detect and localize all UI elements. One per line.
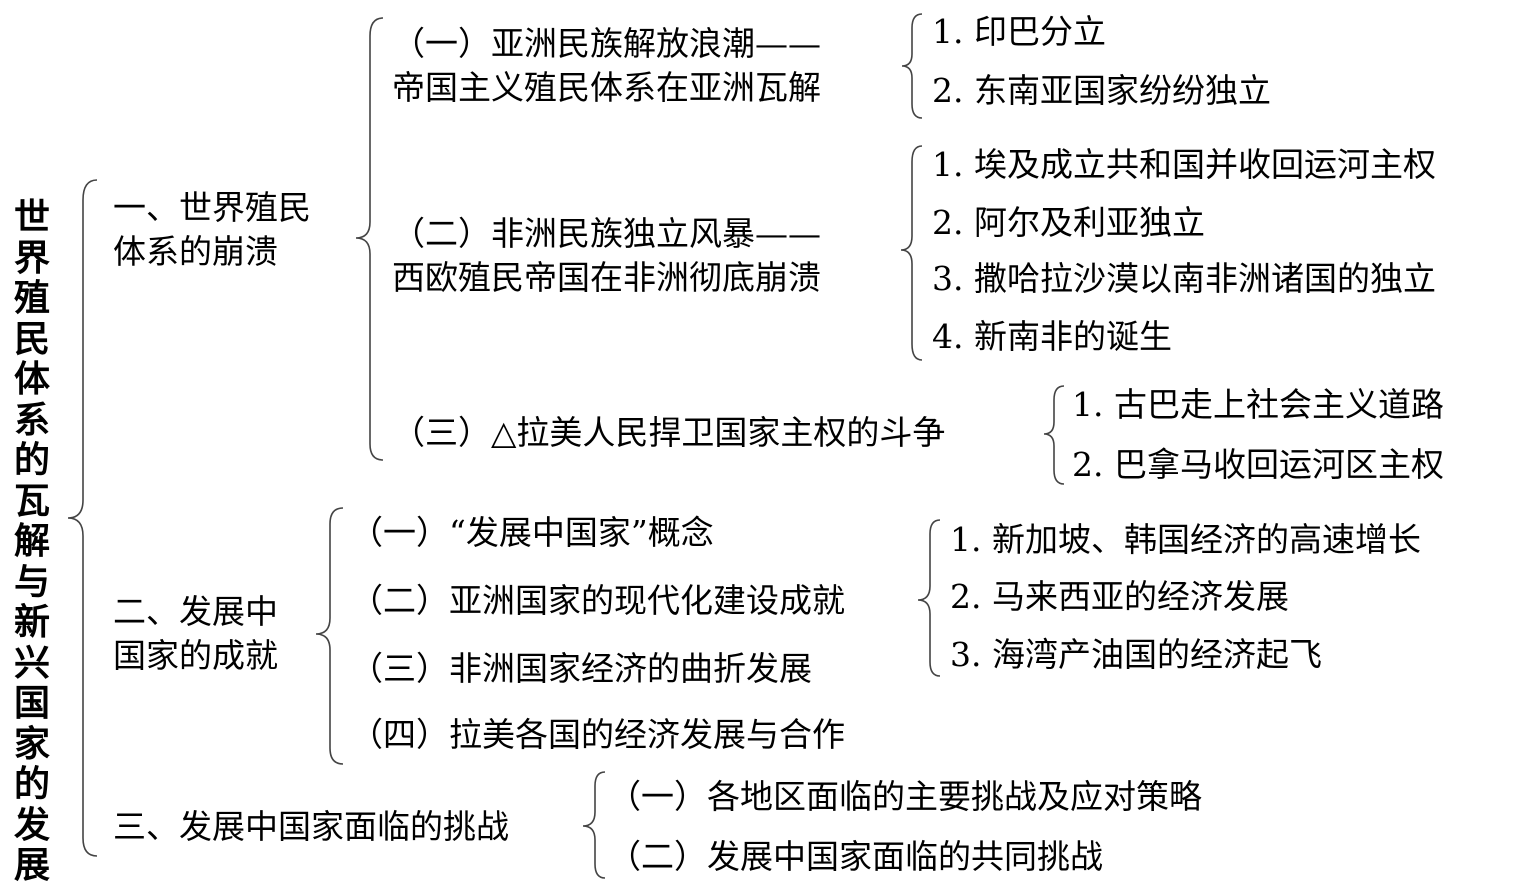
s1-sub2-line1: （二）非洲民族独立风暴—— <box>392 214 821 253</box>
s1-sub2-item: 1. 埃及成立共和国并收回运河主权 <box>932 145 1436 184</box>
section2-brace <box>315 507 344 765</box>
s1-sub2-item: 3. 撒哈拉沙漠以南非洲诸国的独立 <box>932 259 1436 298</box>
s1-sub2-brace <box>900 145 923 361</box>
s2-items-brace <box>917 519 941 677</box>
s3-sub: （二）发展中国家面临的共同挑战 <box>608 837 1103 876</box>
s1-sub2-label: （二）非洲民族独立风暴—— 西欧殖民帝国在非洲彻底崩溃 <box>392 212 821 300</box>
diagram-title: 世界殖民体系的瓦解与新兴国家的发展 <box>13 197 50 886</box>
section3-brace <box>582 771 606 879</box>
s2-sub: （一）“发展中国家”概念 <box>350 513 714 552</box>
s2-sub: （二）亚洲国家的现代化建设成就 <box>350 581 845 620</box>
s1-sub2-item: 2. 阿尔及利亚独立 <box>932 203 1205 242</box>
s2-item: 3. 海湾产油国的经济起飞 <box>950 635 1322 674</box>
s1-sub1-item: 2. 东南亚国家纷纷独立 <box>932 71 1271 110</box>
section1-label: 一、世界殖民 体系的崩溃 <box>113 186 311 274</box>
section2-label-line2: 国家的成就 <box>113 636 278 675</box>
s1-sub1-brace <box>901 13 923 119</box>
section2-label-line1: 二、发展中 <box>113 592 278 631</box>
s1-sub3-item: 1. 古巴走上社会主义道路 <box>1072 385 1444 424</box>
s1-sub1-label: （一）亚洲民族解放浪潮—— 帝国主义殖民体系在亚洲瓦解 <box>392 22 821 110</box>
s1-sub3-item: 2. 巴拿马收回运河区主权 <box>1072 445 1444 484</box>
s1-sub3-label: （三）△拉美人民捍卫国家主权的斗争 <box>392 413 946 452</box>
s1-sub3-brace <box>1043 385 1065 485</box>
s1-sub1-item: 1. 印巴分立 <box>932 12 1106 51</box>
s1-sub2-item: 4. 新南非的诞生 <box>932 317 1172 356</box>
s2-sub: （四）拉美各国的经济发展与合作 <box>350 715 845 754</box>
s1-sub1-line2: 帝国主义殖民体系在亚洲瓦解 <box>392 68 821 107</box>
section1-brace <box>355 17 384 461</box>
section3-label: 三、发展中国家面临的挑战 <box>113 807 509 846</box>
s2-item: 1. 新加坡、韩国经济的高速增长 <box>950 520 1421 559</box>
s2-item: 2. 马来西亚的经济发展 <box>950 577 1289 616</box>
section1-label-line1: 一、世界殖民 <box>113 188 311 227</box>
s3-sub: （一）各地区面临的主要挑战及应对策略 <box>608 777 1202 816</box>
section1-label-line2: 体系的崩溃 <box>113 232 278 271</box>
section2-label: 二、发展中 国家的成就 <box>113 590 278 678</box>
s1-sub1-line1: （一）亚洲民族解放浪潮—— <box>392 24 821 63</box>
s2-sub: （三）非洲国家经济的曲折发展 <box>350 649 812 688</box>
main-brace <box>67 179 98 857</box>
s1-sub2-line2: 西欧殖民帝国在非洲彻底崩溃 <box>392 258 821 297</box>
